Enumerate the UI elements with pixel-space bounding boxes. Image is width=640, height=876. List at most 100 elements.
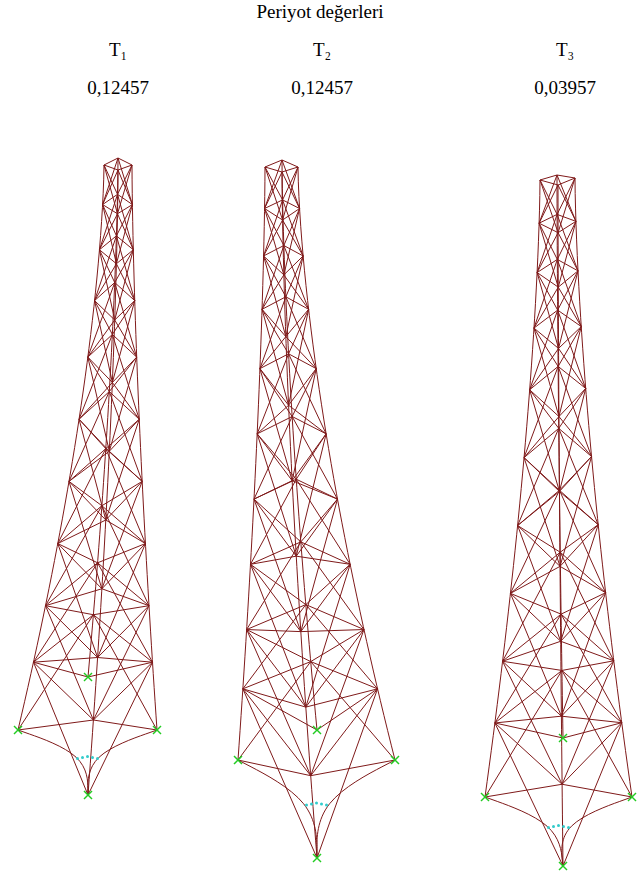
- tower-brace: [289, 354, 327, 434]
- tower-brace: [296, 434, 326, 479]
- tower-brace: [563, 723, 622, 866]
- tower-brace: [557, 259, 581, 326]
- support-marker: [84, 673, 92, 681]
- tower-brace: [250, 479, 296, 564]
- tower-brace: [559, 490, 605, 592]
- tower-brace: [495, 716, 562, 723]
- tower-brace: [264, 256, 286, 297]
- tower-brace: [79, 334, 112, 419]
- tower-brace: [495, 723, 563, 738]
- support-marker: [313, 854, 321, 862]
- tower-brace: [265, 167, 283, 220]
- tower-brace: [260, 297, 286, 369]
- tower-ring: [262, 297, 309, 337]
- tower-brace: [257, 354, 288, 434]
- support-marker: [313, 726, 321, 734]
- tower-brace: [98, 658, 153, 663]
- tower-brace: [247, 630, 301, 632]
- tower-leg: [88, 158, 118, 677]
- tower-brace: [238, 760, 311, 776]
- tower-leg: [282, 172, 317, 858]
- tower-brace: [534, 328, 558, 366]
- tower-brace: [247, 630, 311, 662]
- tower-brace: [109, 357, 136, 391]
- tower-brace: [33, 662, 88, 795]
- tower-brace: [262, 275, 284, 309]
- tower-brace: [104, 165, 118, 194]
- tower-brace: [116, 236, 134, 301]
- tower-brace: [562, 661, 614, 784]
- tower-brace: [250, 564, 305, 604]
- joint-mark: [562, 825, 565, 828]
- tower-brace: [18, 720, 93, 730]
- tower-brace: [98, 544, 146, 658]
- tower-brace: [485, 784, 562, 797]
- joint-mark: [86, 755, 89, 758]
- support-marker: [14, 726, 22, 734]
- tower-brace: [539, 223, 558, 287]
- tower-brace: [286, 256, 303, 337]
- support-marker: [153, 726, 161, 734]
- joint-mark: [547, 826, 550, 829]
- tower-brace: [561, 716, 621, 723]
- tower-ring: [103, 194, 133, 213]
- support-marker: [84, 791, 92, 799]
- tower-ring: [257, 417, 326, 481]
- lattice-tower: [481, 175, 636, 870]
- tower-brace: [283, 167, 298, 220]
- tower-skirt: [18, 730, 88, 795]
- tower-brace: [537, 214, 557, 272]
- tower-brace: [243, 689, 317, 730]
- tower-ring: [58, 506, 146, 589]
- joint-mark: [315, 802, 318, 805]
- tower-brace: [317, 689, 378, 858]
- support-marker: [313, 726, 321, 734]
- support-marker: [559, 862, 567, 870]
- tower-brace: [292, 369, 316, 417]
- tower-brace: [540, 180, 557, 214]
- tower-brace: [45, 606, 93, 720]
- tower-brace: [58, 544, 98, 563]
- tower-brace: [495, 614, 561, 723]
- tower-brace: [311, 630, 364, 662]
- tower-brace: [559, 457, 591, 491]
- support-marker: [391, 756, 399, 764]
- tower-brace: [510, 490, 559, 593]
- tower-ring: [539, 214, 576, 232]
- tower-leg: [485, 180, 540, 797]
- tower-brace: [95, 301, 113, 335]
- tower-brace: [306, 605, 378, 689]
- tower-brace: [518, 526, 561, 642]
- support-marker: [391, 756, 399, 764]
- tower-brace: [524, 458, 560, 567]
- support-marker: [313, 726, 321, 734]
- tower-brace: [106, 419, 139, 448]
- period-name: T₂: [313, 40, 331, 61]
- tower-brace: [33, 563, 97, 662]
- support-marker: [234, 756, 242, 764]
- tower-brace: [93, 720, 157, 730]
- tower-brace: [260, 337, 286, 369]
- period-value: 0,12457: [291, 78, 353, 99]
- tower-leg: [282, 160, 317, 730]
- lattice-tower: [234, 160, 399, 862]
- support-marker: [481, 793, 489, 801]
- tower-brace: [93, 615, 157, 730]
- tower-skirt: [317, 760, 395, 858]
- tower-brace: [79, 419, 106, 520]
- tower-brace: [260, 369, 292, 417]
- tower-brace: [289, 309, 309, 353]
- tower-brace: [286, 337, 316, 369]
- tower-leg: [298, 167, 395, 760]
- tower-brace: [561, 614, 622, 723]
- period-name: T₁: [109, 40, 127, 61]
- tower-brace: [118, 194, 134, 249]
- tower-brace: [254, 417, 292, 500]
- tower-brace: [247, 630, 311, 776]
- support-marker: [14, 726, 22, 734]
- tower-brace: [103, 205, 117, 236]
- tower-brace: [262, 309, 289, 353]
- tower-brace: [560, 566, 606, 592]
- tower-leg: [575, 178, 632, 797]
- tower-brace: [118, 158, 132, 205]
